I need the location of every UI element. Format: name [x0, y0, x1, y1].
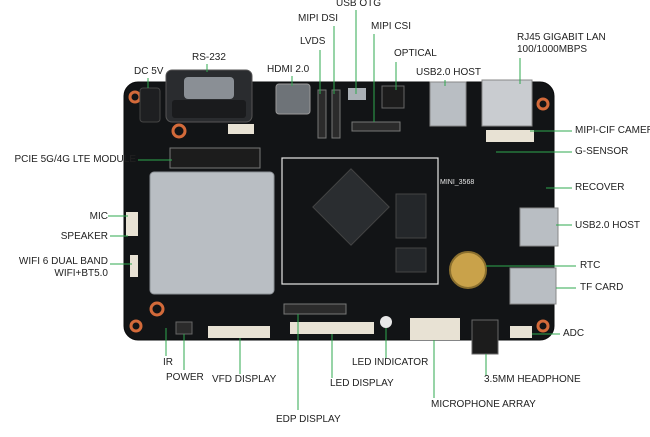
label-led-display: LED DISPLAY [330, 378, 394, 389]
label-led-indicator: LED INDICATOR [352, 357, 429, 368]
pcie-slot [169, 147, 261, 169]
label-optical: OPTICAL [394, 48, 437, 59]
label-usb2-host-top: USB2.0 HOST [416, 67, 482, 78]
board-model-silkscreen: MINI_3568 [440, 179, 474, 186]
label-wifi-line1: WIFI 6 DUAL BAND [18, 256, 108, 267]
ram-chip [395, 193, 427, 239]
mounting-holes [128, 90, 550, 333]
power-button [175, 321, 193, 335]
label-mic-array: MICROPHONE ARRAY [431, 399, 536, 410]
label-g-sensor: G-SENSOR [575, 146, 629, 157]
label-recover: RECOVER [575, 182, 625, 193]
label-hdmi: HDMI 2.0 [267, 64, 310, 75]
usb-host-right-connector [519, 207, 559, 247]
label-edp-display: EDP DISPLAY [276, 414, 341, 425]
optical-connector [381, 85, 405, 109]
dc-jack [139, 87, 161, 123]
emmc-chip [395, 247, 427, 273]
label-lvds: LVDS [300, 36, 326, 47]
label-mic: MIC [89, 211, 108, 222]
mic-header [126, 212, 138, 236]
label-adc: ADC [563, 328, 585, 339]
label-usb-otg: USB OTG [336, 0, 382, 9]
wifi-header [130, 255, 138, 277]
label-usb2-host-right: USB2.0 HOST [575, 220, 641, 231]
label-headphone: 3.5MM HEADPHONE [484, 374, 581, 385]
usb-host-top-connector [429, 81, 467, 127]
wifi-module-shield [149, 171, 275, 295]
hdmi-connector [275, 83, 311, 115]
headphone-jack [471, 319, 499, 355]
led-indicator [380, 316, 392, 328]
label-vfd-display: VFD DISPLAY [212, 374, 277, 385]
label-rtc: RTC [580, 260, 601, 271]
label-rs232: RS-232 [192, 52, 226, 63]
tf-card-slot [509, 267, 557, 305]
lvds-connector [317, 89, 327, 139]
label-mipi-cif: MIPI-CIF CAMERA [575, 125, 650, 136]
label-mipi-csi: MIPI CSI [371, 21, 412, 32]
label-ir: IR [163, 357, 173, 368]
camera-connector [486, 130, 534, 142]
label-rj45-line1: RJ45 GIGABIT LAN [517, 32, 606, 43]
mic-array-header [410, 318, 460, 340]
label-power: POWER [166, 372, 204, 383]
mipi-csi-connector [351, 121, 401, 132]
rj45-connector [481, 79, 533, 127]
label-pcie: PCIE 5G/4G LTE MODULE [14, 154, 136, 165]
label-mipi-dsi: MIPI DSI [298, 13, 339, 24]
label-rj45-line2: 100/1000MBPS [517, 44, 588, 55]
uart-header [228, 124, 254, 134]
label-dc5v: DC 5V [134, 66, 164, 77]
led-display-header [290, 322, 374, 334]
usb-otg-connector [348, 88, 366, 100]
leader-lines [108, 10, 576, 410]
adc-header [510, 326, 532, 338]
mipi-dsi-connector [331, 89, 341, 139]
label-speaker: SPEAKER [60, 231, 108, 242]
edp-connector [283, 303, 347, 315]
vfd-header [208, 326, 270, 338]
soc-area [281, 157, 439, 285]
label-wifi-line2: WIFI+BT5.0 [54, 268, 108, 279]
soc-chip [312, 168, 390, 246]
rtc-battery [449, 251, 487, 289]
label-tf-card: TF CARD [580, 282, 624, 293]
